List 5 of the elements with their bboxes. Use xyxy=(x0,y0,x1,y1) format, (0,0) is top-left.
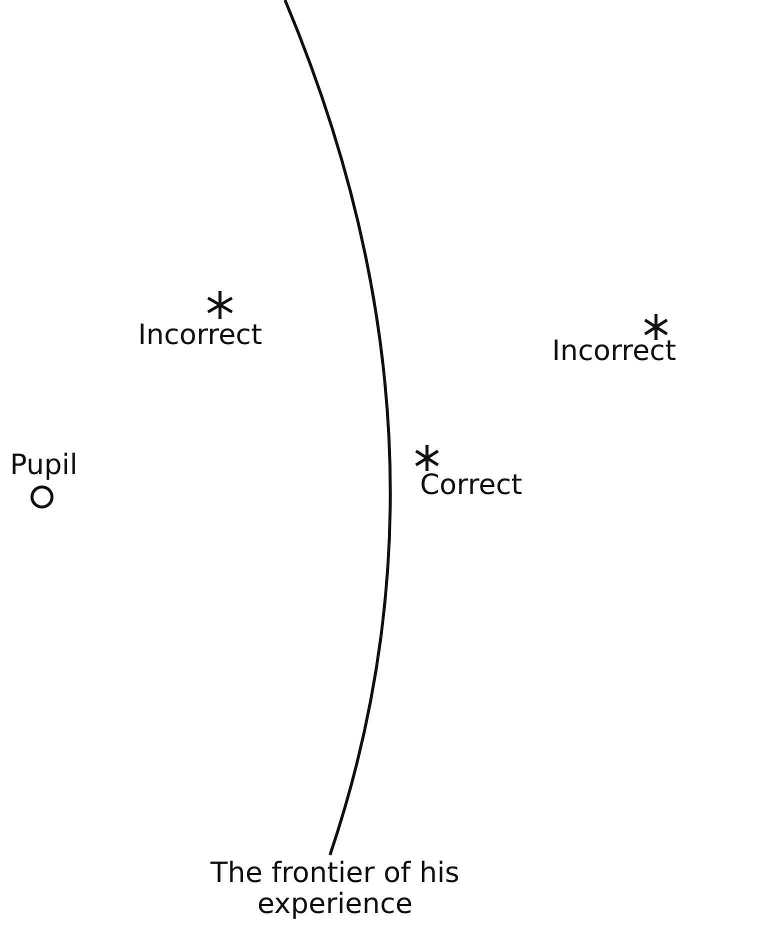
point-label: Correct xyxy=(420,470,522,501)
frontier-caption: The frontier of his experience xyxy=(209,858,460,920)
point-label: Incorrect xyxy=(552,336,676,367)
point-label: Incorrect xyxy=(138,320,262,351)
point-label: Pupil xyxy=(10,450,78,481)
